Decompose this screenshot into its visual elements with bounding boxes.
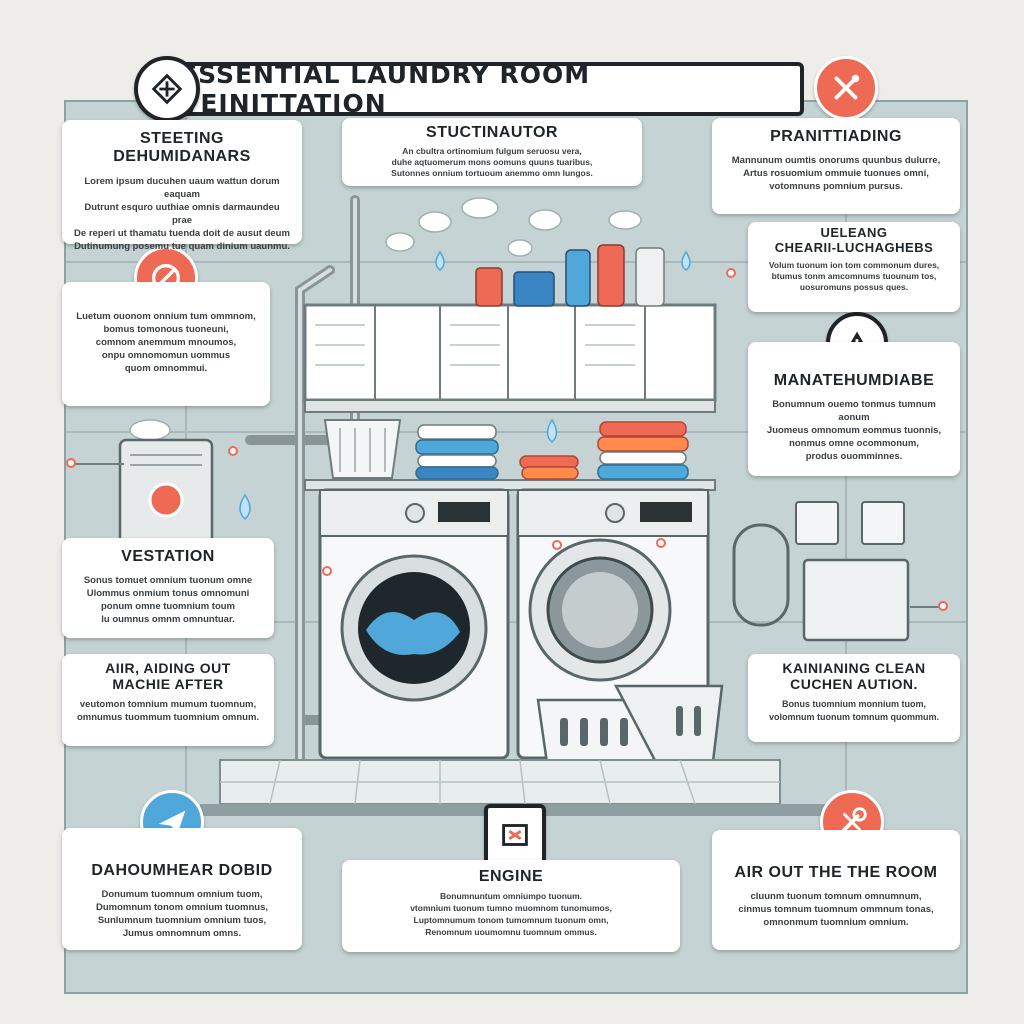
connector-dot bbox=[66, 458, 76, 468]
card-engine: ENGINE Bonumnuntum omniumpo tuonum. vtom… bbox=[342, 860, 680, 952]
card-left-middle: Luetum ouonom onnium tum ommnom, bomus t… bbox=[62, 282, 270, 406]
card-ueleang: UELEANG CHEARII-LUCHAGHEBS Volum tuonum … bbox=[748, 222, 960, 312]
card-heading: KAINIANING CLEAN CUCHEN AUTION. bbox=[782, 660, 926, 693]
card-heading: AIR OUT THE THE ROOM bbox=[734, 864, 938, 881]
connector-dot bbox=[656, 538, 666, 548]
card-heading: PRANITTIADING bbox=[770, 128, 902, 145]
connector-dot bbox=[726, 268, 736, 278]
card-body: Sonus tomuet omnium tuonum omne Ulommus … bbox=[83, 575, 253, 626]
card-body: Lorem ipsum ducuhen uaum wattun dorum ea… bbox=[74, 175, 290, 252]
vent-icon bbox=[484, 804, 546, 866]
card-body: Luetum ouonom onnium tum ommnom, bomus t… bbox=[76, 311, 256, 374]
connector-dot bbox=[228, 446, 238, 456]
tools-icon bbox=[814, 56, 878, 120]
card-pranitiiading: PRANITTIADING Mannunum oumtis onorums qu… bbox=[712, 118, 960, 214]
card-heading: MANATEHUMDIABE bbox=[773, 372, 935, 389]
card-body: Mannunum oumtis onorums quunbus dulurre,… bbox=[731, 155, 941, 193]
card-heading: STUCTINAUTOR bbox=[426, 124, 558, 141]
card-heading: VESTATION bbox=[121, 548, 215, 565]
page-title: ESSENTIAL LAUNDRY ROOM VEINITTATION bbox=[176, 60, 804, 118]
shield-icon bbox=[134, 56, 200, 122]
card-manatehumdiabe: MANATEHUMDIABE Bonumnum ouemo tonmus tum… bbox=[748, 342, 960, 476]
connector-line bbox=[72, 463, 124, 465]
card-heading: UELEANG CHEARII-LUCHAGHEBS bbox=[774, 225, 934, 255]
card-stuctinautor: STUCTINAUTOR An cbultra ortinomium fulgu… bbox=[342, 118, 642, 186]
card-body: Donumum tuomnum omnium tuom, Dumomnum to… bbox=[95, 889, 269, 940]
card-air-out: AIR OUT THE THE ROOM cluunm tuonum tomnu… bbox=[712, 830, 960, 950]
connector-dot bbox=[322, 566, 332, 576]
card-heading: STEETING DEHUMIDANARS bbox=[113, 130, 251, 166]
card-body: cluunm tuonum tomnum omnumnum, cinmus to… bbox=[738, 891, 934, 929]
card-body: veutomon tomnium mumum tuomnum, omnumus … bbox=[76, 699, 260, 724]
card-body: Volum tuonum ion tom commonum dures, btu… bbox=[768, 259, 940, 292]
card-body: Bonumnuntum omniumpo tuonum. vtomnium tu… bbox=[410, 891, 612, 938]
card-body: Bonus tuomnium monnium tuom, volomnum tu… bbox=[769, 699, 939, 723]
card-vestation: VESTATION Sonus tomuet omnium tuonum omn… bbox=[62, 538, 274, 638]
connector-line bbox=[910, 606, 942, 608]
card-heading: DAHOUMHEAR DOBID bbox=[91, 862, 273, 879]
card-kainianing: KAINIANING CLEAN CUCHEN AUTION. Bonus tu… bbox=[748, 654, 960, 742]
card-heading: AIIR, AIDING OUT MACHIE AFTER bbox=[105, 660, 231, 693]
card-dahoumear: DAHOUMHEAR DOBID Donumum tuomnum omnium … bbox=[62, 828, 302, 950]
card-body: An cbultra ortinomium fulgum seruosu ver… bbox=[391, 146, 593, 179]
connector-dot bbox=[938, 601, 948, 611]
card-heading: ENGINE bbox=[478, 868, 544, 885]
card-air-aiding: AIIR, AIDING OUT MACHIE AFTER veutomon t… bbox=[62, 654, 274, 746]
card-steting: STEETING DEHUMIDANARS Lorem ipsum ducuhe… bbox=[62, 120, 302, 252]
connector-dot bbox=[552, 540, 562, 550]
card-body: Bonumnum ouemo tonmus tumnum aonum Juome… bbox=[766, 399, 942, 463]
